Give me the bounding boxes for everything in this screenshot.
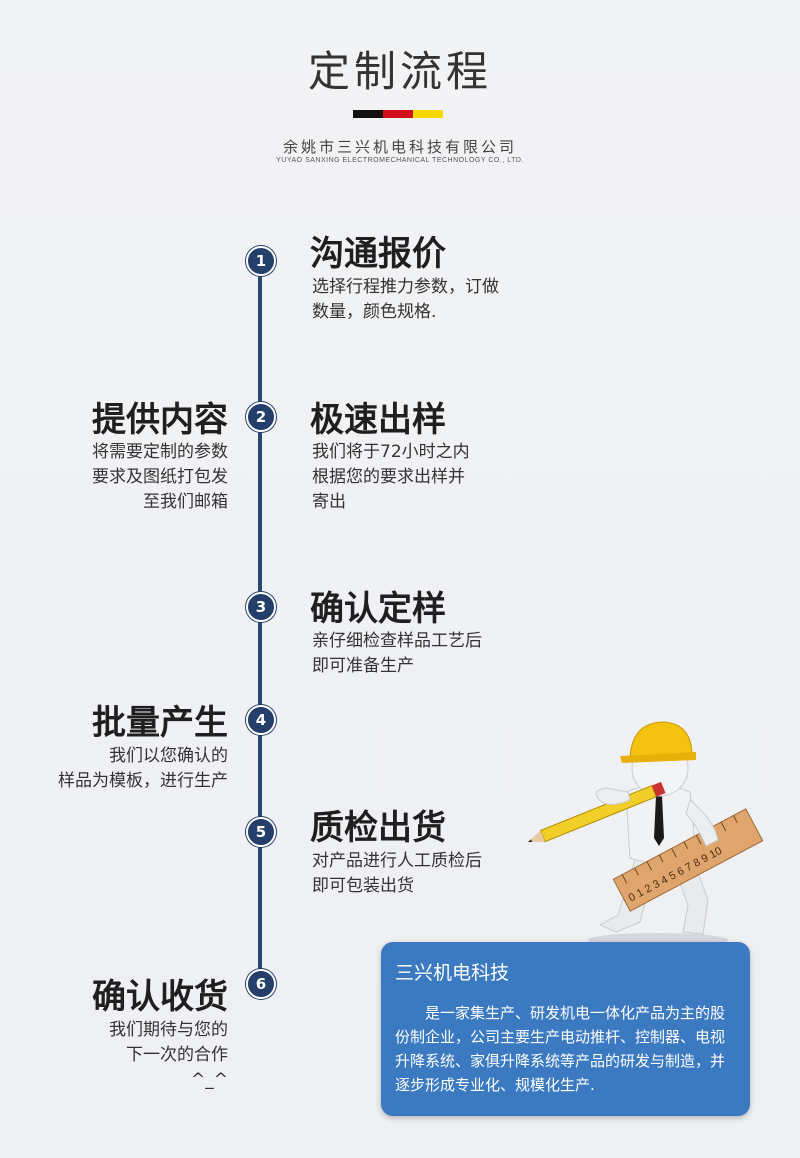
company-info-box: 三兴机电科技 是一家集生产、研发机电一体化产品为主的股份制企业，公司主要生产电动… [381,942,750,1116]
worker-with-pencil-and-ruler-icon: 0 1 2 3 4 5 6 7 8 9 10 [527,721,764,947]
step-4-left-line-2: 样品为模板，进行生产 [58,771,228,791]
step-2-line-2: 根据您的要求出样并 [312,467,465,487]
info-box-text: 是一家集生产、研发机电一体化产品为主的股份制企业，公司主要生产电动推杆、控制器、… [395,1004,726,1094]
step-5-line-1: 对产品进行人工质检后 [312,851,482,871]
step-3-description: 亲仔细检查样品工艺后 即可准备生产 [312,629,562,679]
step-4-left-title: 批量产生 [92,703,228,743]
flag-black-segment [353,110,383,118]
step-5-line-2: 即可包装出货 [312,876,414,896]
step-3-title: 确认定样 [310,589,446,629]
step-3-badge: 3 [246,592,276,622]
step-4-left-description: 我们以您确认的 样品为模板，进行生产 [58,744,228,794]
step-6-badge: 6 [246,969,276,999]
step-5-badge: 5 [246,817,276,847]
info-box-title: 三兴机电科技 [395,962,510,984]
step-2-line-1: 我们将于72小时之内 [312,442,470,462]
step-6-left-title: 确认收货 [92,977,228,1017]
step-1-description: 选择行程推力参数，订做 数量，颜色规格. [312,275,562,325]
step-1-title: 沟通报价 [310,234,446,274]
step-3-line-2: 即可准备生产 [312,656,414,676]
flag-red-segment [383,110,413,118]
step-2-description: 我们将于72小时之内 根据您的要求出样并 寄出 [312,440,562,515]
step-4-badge: 4 [246,705,276,735]
step-1-badge: 1 [246,246,276,276]
step-2-left-description: 将需要定制的参数 要求及图纸打包发 至我们邮箱 [92,440,228,515]
step-2-badge: 2 [246,402,276,432]
step-2-title: 极速出样 [310,400,446,440]
step-1-line-2: 数量，颜色规格. [312,302,437,322]
step-2-left-title: 提供内容 [92,400,228,440]
timeline-line [258,258,262,988]
step-3-line-1: 亲仔细检查样品工艺后 [312,631,482,651]
step-5-title: 质检出货 [310,808,446,848]
page-title: 定制流程 [307,47,492,96]
company-name-cn: 余姚市三兴机电科技有限公司 [282,138,517,156]
step-6-left-description: 我们期待与您的 下一次的合作 ^_^ [109,1018,228,1093]
step-5-description: 对产品进行人工质检后 即可包装出货 [312,849,562,899]
step-2-left-line-3: 至我们邮箱 [143,492,228,512]
flag-color-bar [353,110,443,118]
step-6-left-line-3: ^_^ [191,1070,228,1090]
step-4-left-line-1: 我们以您确认的 [109,746,228,766]
step-1-line-1: 选择行程推力参数，订做 [312,277,499,297]
step-2-left-line-1: 将需要定制的参数 [92,442,228,462]
step-2-left-line-2: 要求及图纸打包发 [92,467,228,487]
step-2-line-3: 寄出 [312,492,346,512]
step-6-left-line-2: 下一次的合作 [126,1045,228,1065]
flag-yellow-segment [413,110,443,118]
company-name-en: YUYAO SANXING ELECTROMECHANICAL TECHNOLO… [276,157,524,164]
step-6-left-line-1: 我们期待与您的 [109,1020,228,1040]
